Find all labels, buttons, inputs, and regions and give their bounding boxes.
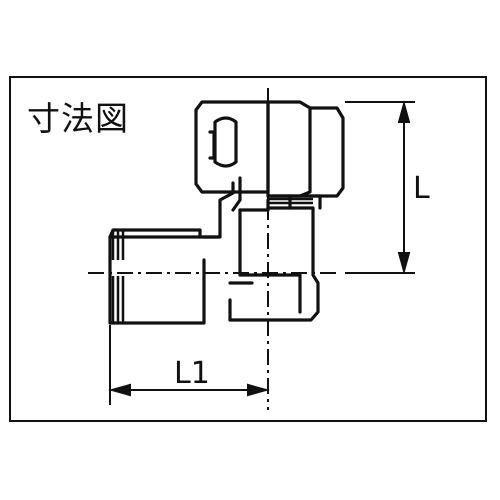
dimension-lines <box>108 100 415 405</box>
height-dimension-label: L <box>413 171 430 206</box>
drawing-frame: 寸法図 <box>9 76 487 422</box>
thread-hatching <box>111 197 313 323</box>
drawing-title: 寸法図 <box>27 99 129 138</box>
length-dimension-label: L1 <box>174 356 210 391</box>
fitting-outline <box>108 100 345 325</box>
center-lines <box>88 88 336 410</box>
